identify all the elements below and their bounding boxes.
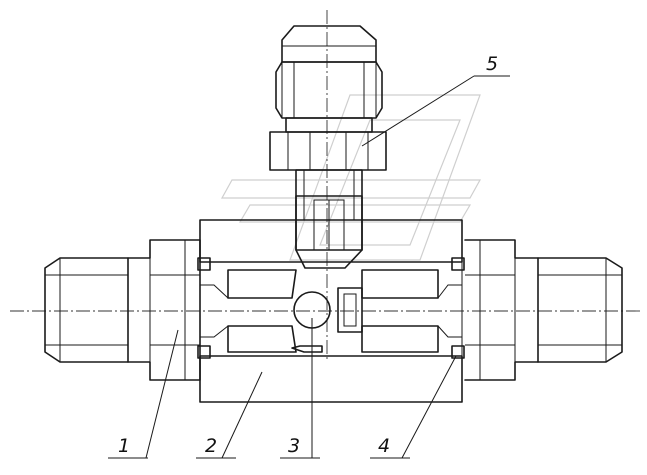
right-fitting: [464, 239, 623, 381]
leader-4: [401, 355, 457, 459]
part-label-1: 1: [118, 435, 130, 457]
part-label-3: 3: [288, 435, 300, 457]
leader-2: [221, 371, 263, 459]
leader-lines: [108, 75, 510, 459]
o-ring-seals: [197, 257, 465, 359]
leader-1: [145, 329, 179, 459]
leader-5: [361, 75, 475, 147]
tee-body: [199, 219, 463, 403]
part-label-2: 2: [205, 435, 217, 457]
watermark-logo: [220, 94, 482, 261]
part-label-5: 5: [486, 53, 498, 75]
left-fitting: [44, 239, 201, 381]
top-fitting: [269, 25, 387, 251]
part-label-4: 4: [378, 435, 390, 457]
